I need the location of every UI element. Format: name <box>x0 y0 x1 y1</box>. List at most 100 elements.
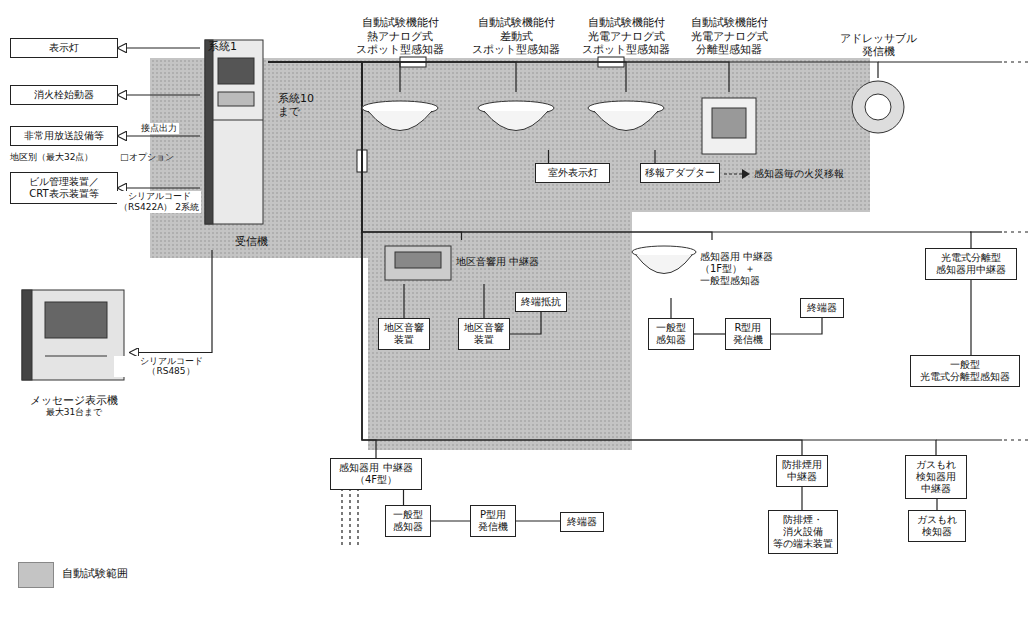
connector <box>268 62 878 78</box>
relay-dome <box>636 255 692 274</box>
node-text: 自動試験機能付 差動式 スポット型感知器 <box>460 16 572 56</box>
node-text: 感知器用 中継器（4F型） <box>334 462 418 486</box>
receiver-keys <box>218 92 254 106</box>
beam-detector-body <box>702 98 756 154</box>
bus-continuation <box>1004 439 1030 440</box>
detector-dome <box>594 111 658 131</box>
node-text: 消火栓始動器 <box>14 89 114 101</box>
transfer-arrowhead <box>742 169 750 179</box>
node-text: ガスもれ 検知器 <box>912 514 962 538</box>
node-text: ガスもれ 検知器用 中継器 <box>909 459 963 495</box>
node-text: アドレッサブル 発信機 <box>828 32 928 58</box>
node-text: 地区音響 装置 <box>382 322 426 346</box>
message-display-screen <box>45 302 107 338</box>
device-box: P型用 発信機 <box>470 505 516 537</box>
device-box: 非常用放送設備等 <box>10 126 118 146</box>
caption-holder: 自動試験機能付 熱アナログ式 スポット型感知器 <box>344 16 456 56</box>
node-text: 地区音響用 中継器 <box>456 256 545 268</box>
transfer-arrow-line <box>724 173 742 174</box>
device-box: 終端抵抗 <box>515 292 567 312</box>
device-box: 感知器用 中継器（4F型） <box>330 458 422 490</box>
connector <box>510 312 541 334</box>
connector <box>118 187 200 188</box>
bus-extension <box>970 231 1002 232</box>
device-figure: 自動試験機能付 熱アナログ式 スポット型感知器 <box>355 92 445 150</box>
device-box: 一般型 感知器 <box>648 318 694 350</box>
connector <box>268 62 971 248</box>
caption-holder: 自動試験機能付 光電アナログ式 スポット型感知器 <box>570 16 682 56</box>
device-box: ガスもれ 検知器用 中継器 <box>905 455 967 499</box>
sounder-relay-body <box>385 246 451 280</box>
connector <box>118 47 200 48</box>
connector <box>970 280 971 355</box>
connector <box>801 487 802 510</box>
device-box: 防排煙・ 消火設備 等の端末装置 <box>768 510 838 554</box>
note-label: 地区別（最大32点） <box>10 152 93 163</box>
device-figure: アドレッサブル 発信機 <box>838 78 918 136</box>
receiver-door-line <box>213 120 263 121</box>
device-figure: 自動試験機能付 差動式 スポット型感知器 <box>470 92 562 150</box>
device-box: 終端器 <box>560 512 604 532</box>
device-box: 光電式分離型 感知器用中継器 <box>925 248 1017 280</box>
node-text: R型用 発信機 <box>729 322 767 346</box>
bus-extension <box>936 439 1002 440</box>
device-figure: 感知器用 中継器（1F型） ＋ 一般型感知器 <box>628 240 796 298</box>
caption-holder: 受信機 <box>235 235 268 248</box>
node-text: P型用 発信機 <box>474 509 512 533</box>
connector <box>268 62 400 92</box>
connector <box>403 490 404 505</box>
sounder-relay-panel <box>395 252 441 268</box>
receiver-cabinet <box>205 40 263 224</box>
beam-detector-window <box>712 108 746 138</box>
device-box: 室外表示灯 <box>535 163 610 183</box>
connector <box>516 520 560 521</box>
node-text: ビル管理装置／ CRT表示装置等 <box>14 176 114 200</box>
connector <box>268 62 626 92</box>
receiver-side <box>205 40 213 224</box>
connector <box>268 62 936 455</box>
branch-line <box>349 482 350 545</box>
manual-call-point <box>852 81 904 133</box>
message-display-side <box>22 290 32 380</box>
device-box: ガスもれ 検知器 <box>908 510 966 542</box>
connector-label: シリアルコード （RS422A） 2系統 <box>117 191 201 213</box>
node-text: メッセージ表示機 <box>18 394 130 407</box>
connector-label: 接点出力 <box>139 123 179 134</box>
node-text: 一般型 感知器 <box>652 322 690 346</box>
connector <box>118 94 200 95</box>
node-text: 自動試験機能付 光電アナログ式 分離型感知器 <box>673 16 785 56</box>
call-point-button <box>865 94 891 120</box>
connector <box>268 62 729 92</box>
legend-text: 自動試験範囲 <box>62 567 128 580</box>
connector <box>483 284 484 318</box>
device-box: 一般型 光電式分離型感知器 <box>910 355 1020 387</box>
device-figure: 地区音響用 中継器 <box>378 240 545 284</box>
note-label: 系統1 <box>208 40 237 53</box>
bus-extension <box>878 61 1002 62</box>
device-box: ビル管理装置／ CRT表示装置等 <box>10 172 118 204</box>
node-text: 一般型 光電式分離型感知器 <box>914 359 1016 383</box>
note-label: □オプション <box>120 152 174 163</box>
message-display-line <box>45 356 107 357</box>
node-text: 移報アダプター <box>644 167 716 179</box>
connector <box>936 499 937 510</box>
device-box: 終端器 <box>800 298 844 318</box>
device-figure: メッセージ表示機最大31台まで <box>18 285 130 420</box>
node-text: 一般型 感知器 <box>389 509 427 533</box>
node-text: 感知器用 中継器（1F型） ＋ 一般型感知器 <box>700 251 796 287</box>
device-figure: 受信機 <box>200 35 268 250</box>
connector-label: シリアルコード （RS485） <box>114 356 228 378</box>
device-box: 防排煙用 中継器 <box>776 455 828 487</box>
node-text: 防排煙用 中継器 <box>780 459 824 483</box>
connector <box>268 62 462 240</box>
connector <box>268 62 802 455</box>
device-box: 消火栓始動器 <box>10 85 118 105</box>
connector <box>403 284 404 318</box>
connector <box>694 333 725 334</box>
caption-holder: 感知器用 中継器（1F型） ＋ 一般型感知器 <box>700 240 796 298</box>
device-box: 移報アダプター <box>640 163 720 183</box>
connector <box>670 298 671 318</box>
connector <box>118 135 200 136</box>
device-box: 地区音響 装置 <box>378 318 430 350</box>
node-text: 終端器 <box>564 516 600 528</box>
